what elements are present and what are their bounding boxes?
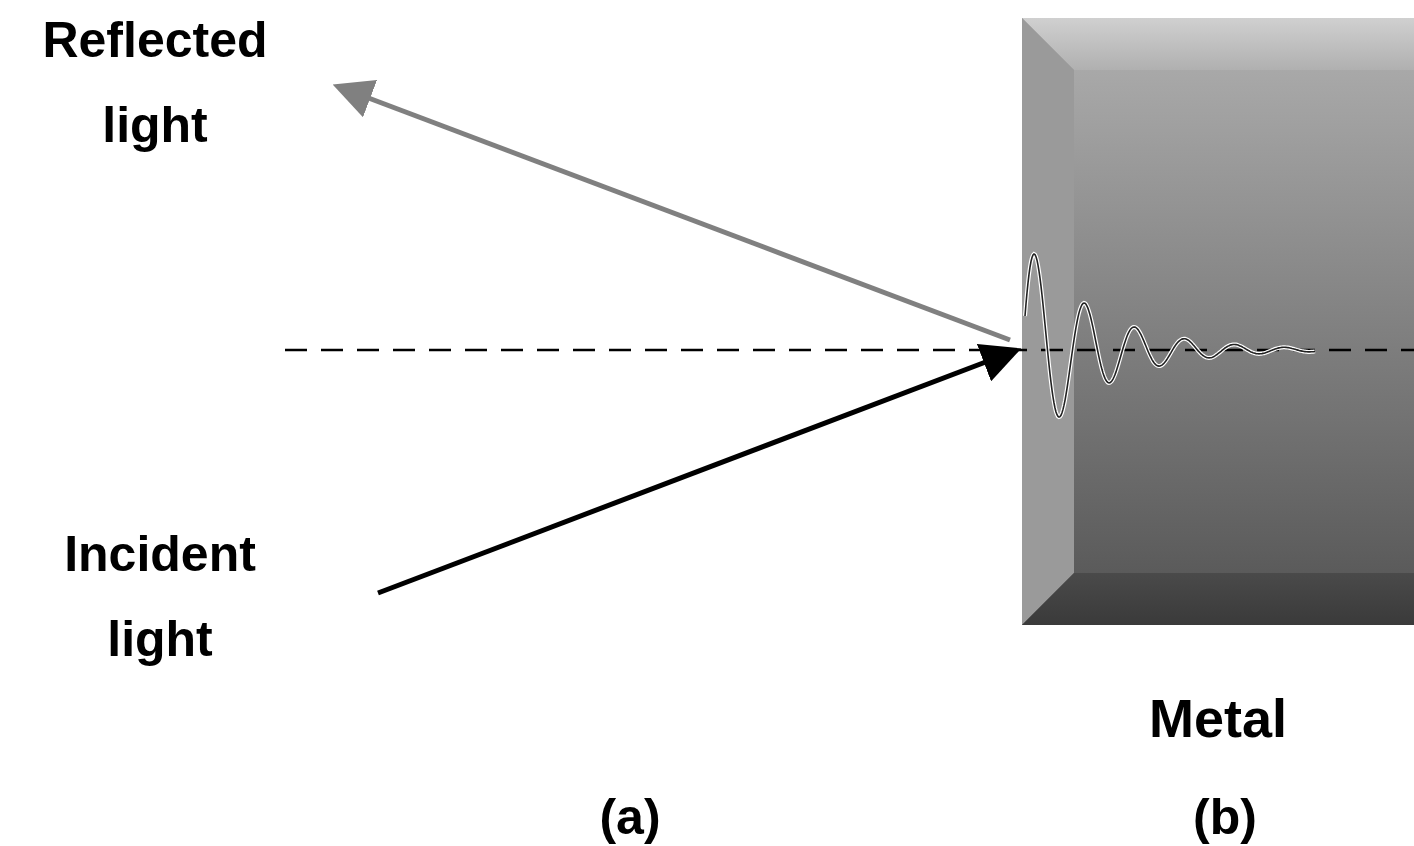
part-a-label: (a) [530,775,730,846]
metal-block [1022,18,1414,625]
reflected-ray [342,88,1010,340]
incident-light-label: Incident light [15,512,305,682]
damped-wave [1025,254,1315,417]
incident-ray [378,352,1012,593]
material-label: Metal [1022,687,1414,749]
damped-wave-halo [1025,254,1315,417]
reflected-light-label: Reflected light [10,0,300,168]
part-b-label: (b) [1125,775,1325,846]
metal-block: Metal [1022,18,1414,625]
